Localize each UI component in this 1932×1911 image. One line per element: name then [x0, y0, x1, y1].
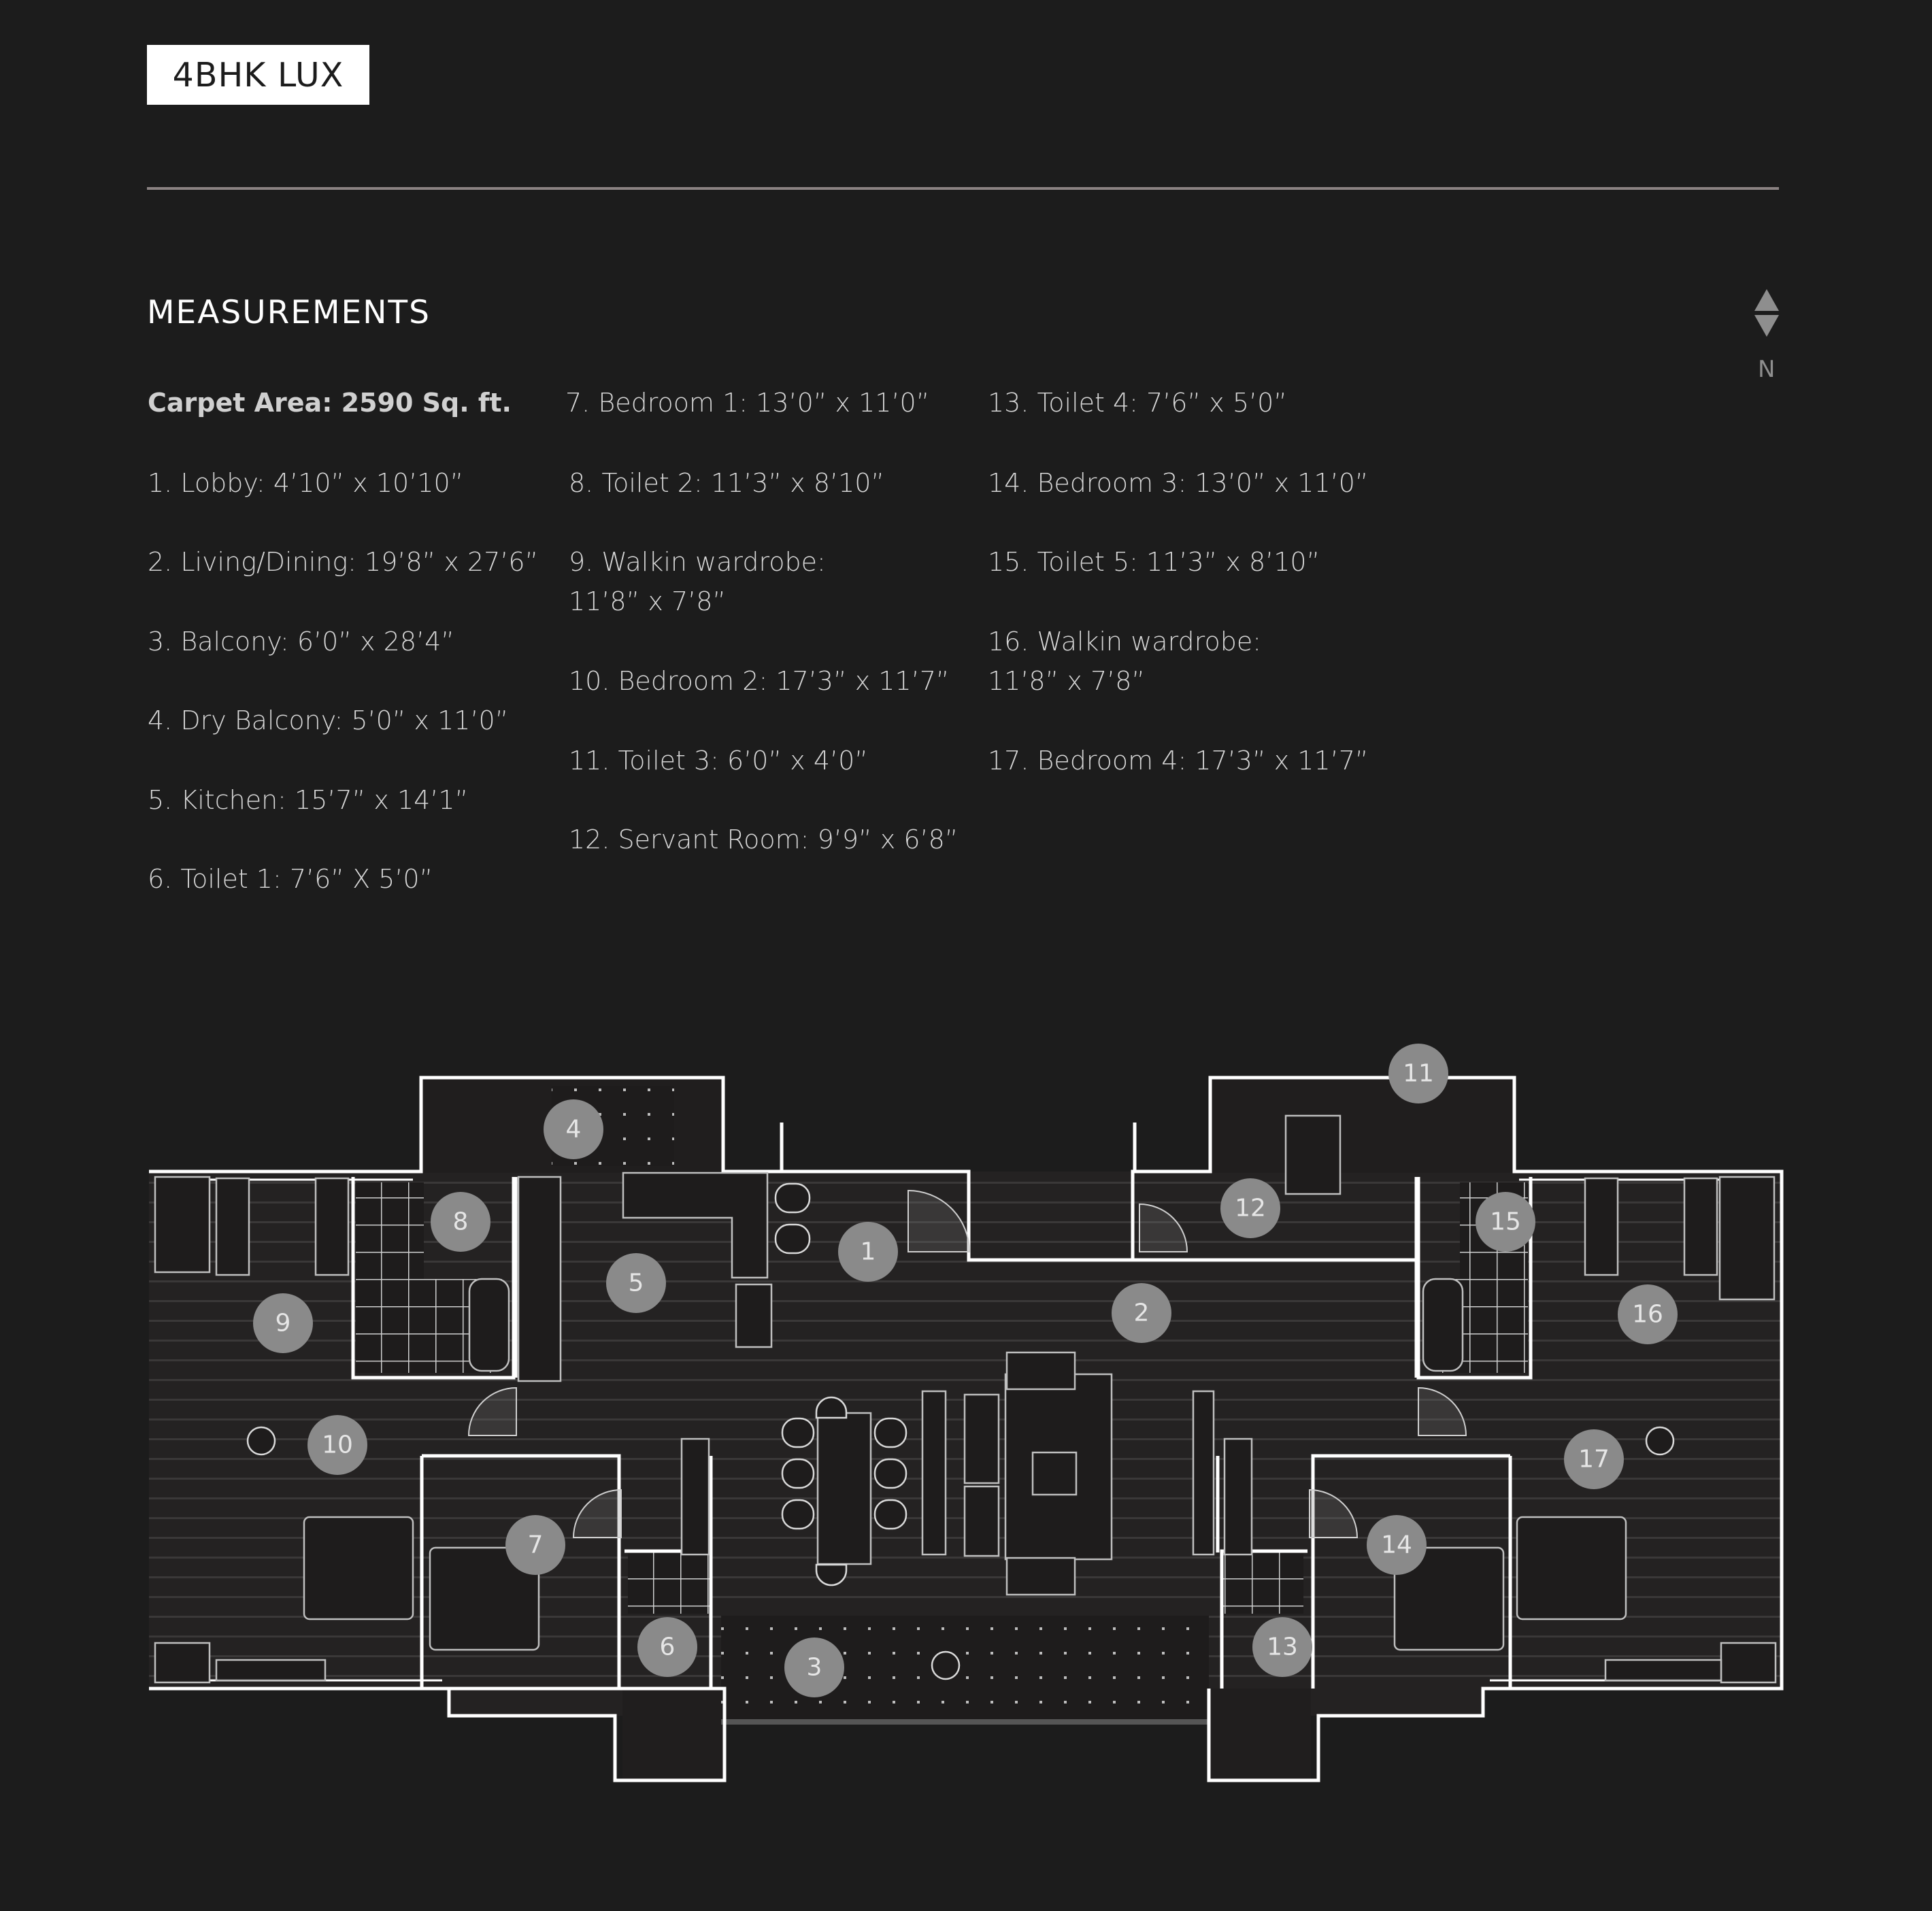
carpet-area: Carpet Area: 2590 Sq. ft. — [148, 388, 512, 418]
svg-text:2: 2 — [1134, 1299, 1150, 1327]
compass-up-arrow-icon — [1754, 289, 1779, 311]
badge-5: 5 — [606, 1253, 666, 1313]
measurement-item: 11. Toilet 3: 6’0” x 4’0” — [569, 746, 868, 776]
badge-11: 11 — [1388, 1044, 1448, 1103]
badge-12: 12 — [1220, 1178, 1280, 1238]
measurement-item: 10. Bedroom 2: 17’3” x 11’7” — [569, 666, 950, 696]
svg-text:9: 9 — [276, 1310, 291, 1337]
badge-15: 15 — [1476, 1192, 1535, 1252]
measurement-item: 5. Kitchen: 15’7” x 14’1” — [148, 785, 469, 815]
measurement-item: 7. Bedroom 1: 13’0” x 11’0” — [565, 388, 930, 418]
unit-type-badge: 4BHK LUX — [147, 45, 369, 105]
measurement-item: 17. Bedroom 4: 17’3” x 11’7” — [988, 746, 1369, 776]
doors — [467, 1189, 1467, 1538]
svg-text:12: 12 — [1235, 1195, 1266, 1223]
badge-14: 14 — [1367, 1515, 1427, 1575]
svg-text:3: 3 — [807, 1654, 822, 1682]
furniture — [154, 1114, 1777, 1684]
measurement-item: 6. Toilet 1: 7’6” X 5’0” — [148, 864, 433, 894]
svg-text:17: 17 — [1578, 1446, 1610, 1474]
badge-2: 2 — [1112, 1283, 1171, 1343]
svg-text:6: 6 — [660, 1633, 676, 1661]
measurement-item: 14. Bedroom 3: 13’0” x 11’0” — [988, 468, 1369, 498]
svg-text:10: 10 — [322, 1431, 353, 1459]
badge-1: 1 — [838, 1222, 898, 1282]
svg-text:13: 13 — [1267, 1633, 1298, 1661]
measurement-item: 15. Toilet 5: 11’3” x 8’10” — [988, 547, 1320, 577]
svg-text:1: 1 — [861, 1238, 876, 1266]
compass-down-arrow-icon — [1754, 315, 1779, 337]
svg-text:8: 8 — [453, 1208, 469, 1236]
measurement-item-continued: 11’8” x 7’8” — [988, 666, 1146, 696]
svg-text:15: 15 — [1490, 1208, 1521, 1236]
badge-9: 9 — [253, 1293, 313, 1353]
measurement-item: 9. Walkin wardrobe: — [569, 547, 826, 577]
measurement-item: 12. Servant Room: 9’9” x 6’8” — [569, 825, 959, 854]
unit-type-label: 4BHK LUX — [172, 55, 344, 95]
badge-6: 6 — [637, 1617, 697, 1677]
svg-text:11: 11 — [1403, 1060, 1434, 1088]
measurement-item: 8. Toilet 2: 11’3” x 8’10” — [569, 468, 885, 498]
measurement-item: 1. Lobby: 4’10” x 10’10” — [148, 468, 464, 498]
measurement-item: 2. Living/Dining: 19’8” x 27’6” — [148, 547, 539, 577]
header-divider — [147, 187, 1779, 190]
badge-7: 7 — [505, 1515, 565, 1575]
north-compass-icon — [1754, 289, 1779, 337]
svg-text:4: 4 — [566, 1116, 582, 1144]
room-number-badges: 1 2 3 4 5 6 7 8 9 10 11 12 13 14 15 16 1… — [253, 1044, 1678, 1697]
badge-13: 13 — [1252, 1617, 1312, 1677]
measurement-item: 13. Toilet 4: 7’6” x 5’0” — [988, 388, 1287, 418]
badge-8: 8 — [431, 1192, 490, 1252]
section-title: MEASUREMENTS — [147, 294, 431, 331]
measurement-item: 3. Balcony: 6’0” x 28’4” — [148, 627, 454, 657]
badge-17: 17 — [1564, 1429, 1624, 1489]
badge-3: 3 — [784, 1638, 844, 1697]
walls — [149, 1076, 1784, 1782]
measurement-item: 4. Dry Balcony: 5’0” x 11’0” — [148, 705, 509, 735]
dining-chairs — [246, 1182, 1675, 1680]
svg-text:14: 14 — [1381, 1531, 1412, 1559]
svg-text:5: 5 — [629, 1269, 644, 1297]
badge-16: 16 — [1618, 1284, 1678, 1344]
measurement-item-continued: 11’8” x 7’8” — [569, 586, 727, 616]
compass-label: N — [1758, 356, 1776, 383]
measurement-item: 16. Walkin wardrobe: — [988, 627, 1262, 657]
badge-4: 4 — [544, 1099, 603, 1159]
badge-10: 10 — [307, 1415, 367, 1475]
svg-text:16: 16 — [1632, 1301, 1663, 1329]
svg-text:7: 7 — [528, 1531, 544, 1559]
